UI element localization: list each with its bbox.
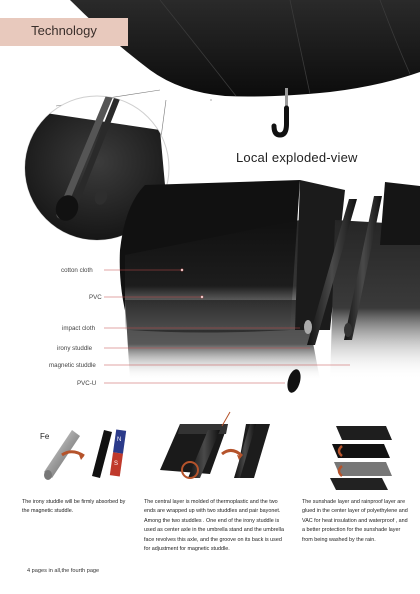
magnet-illustration: [44, 429, 127, 480]
studdle-rods: [287, 196, 382, 393]
section-tag-label: Technology: [31, 23, 97, 38]
umbrella-handle: [271, 88, 289, 138]
layer-label-cotton-cloth: cotton cloth: [61, 267, 93, 274]
layer-label-pvc-u: PVC-U: [77, 380, 97, 387]
page-footer: 4 pages in all,the fourth page: [27, 568, 100, 574]
fe-symbol: Fe: [40, 432, 50, 441]
exploded-view-title: Local exploded-view: [236, 150, 358, 165]
layer-label-irony-studdle: irony studdle: [57, 345, 93, 352]
layer-label-impact-cloth: impact cloth: [62, 325, 96, 332]
magnet-s-label: S: [114, 461, 119, 467]
umbrella-canopy: [70, 0, 420, 97]
layer-label-pvc: PVC: [89, 294, 102, 301]
magnet-n-label: N: [117, 437, 122, 443]
central-layer-illustration: [160, 411, 270, 479]
panel-description-central-layer: The central layer is molded of thermopla…: [144, 499, 284, 553]
layered-cloth-diagram: [119, 180, 420, 380]
section-tag: [0, 18, 128, 46]
layer-stack-illustration: [330, 426, 392, 490]
panel-description-layers: The sunshade layer and rainproof layer a…: [302, 499, 408, 543]
callout-lines: [104, 268, 350, 384]
layer-label-magnetic-studdle: magnetic studdle: [49, 362, 96, 369]
panel-description-magnet: The irony studdle will be firmly absorbe…: [22, 499, 126, 515]
